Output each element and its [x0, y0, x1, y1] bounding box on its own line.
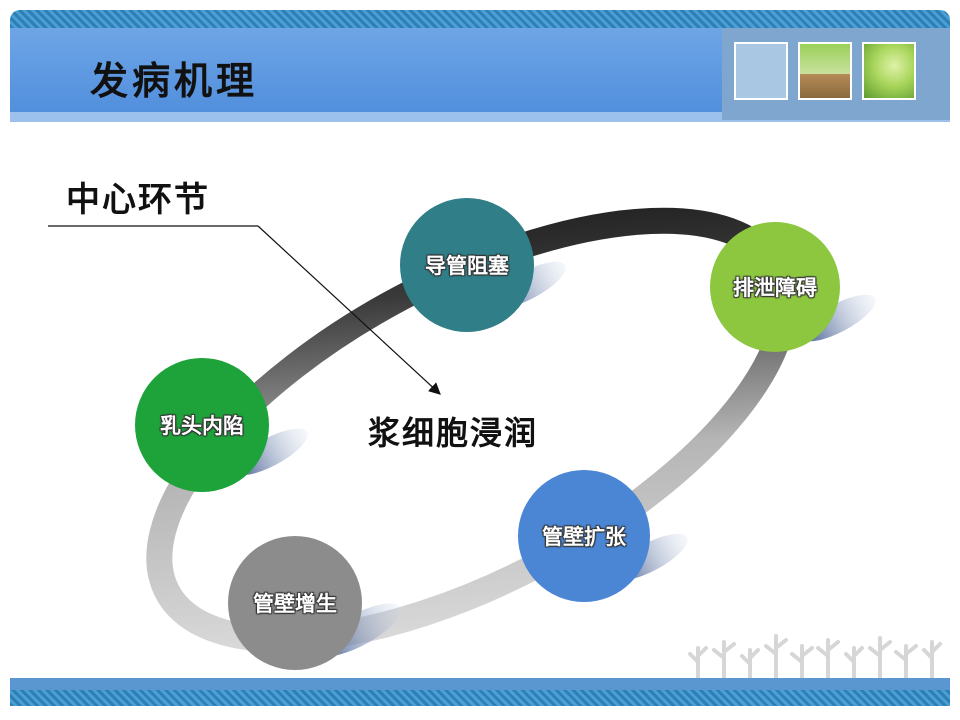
- header-blank-thumbnail: [734, 42, 788, 100]
- pointer-arrow: [257, 225, 441, 395]
- header-top-stripe: [10, 10, 950, 28]
- header-band-lower: [10, 112, 950, 122]
- key-link-label: 中心环节: [66, 180, 210, 220]
- node-nipple-inversion-label: 乳头内陷: [160, 414, 244, 438]
- sprout-image: [798, 42, 852, 100]
- node-duct-obstruction-label: 导管阻塞: [425, 254, 509, 278]
- node-duct-dilation: 管壁扩张: [518, 470, 650, 602]
- footer-stripe: [10, 690, 950, 706]
- node-duct-obstruction: 导管阻塞: [400, 198, 534, 332]
- node-wall-hyperplasia: 管壁增生: [228, 536, 362, 670]
- page-title: 发病机理: [90, 58, 259, 103]
- node-wall-hyperplasia-label: 管壁增生: [253, 592, 337, 616]
- leaf-image: [862, 42, 916, 100]
- node-duct-dilation-label: 管壁扩张: [542, 525, 626, 549]
- node-drainage-disorder-label: 排泄障碍: [733, 276, 817, 300]
- node-drainage-disorder: 排泄障碍: [710, 222, 840, 352]
- footer-band: [10, 678, 950, 690]
- node-nipple-inversion: 乳头内陷: [135, 358, 269, 492]
- center-label: 浆细胞浸润: [368, 414, 539, 452]
